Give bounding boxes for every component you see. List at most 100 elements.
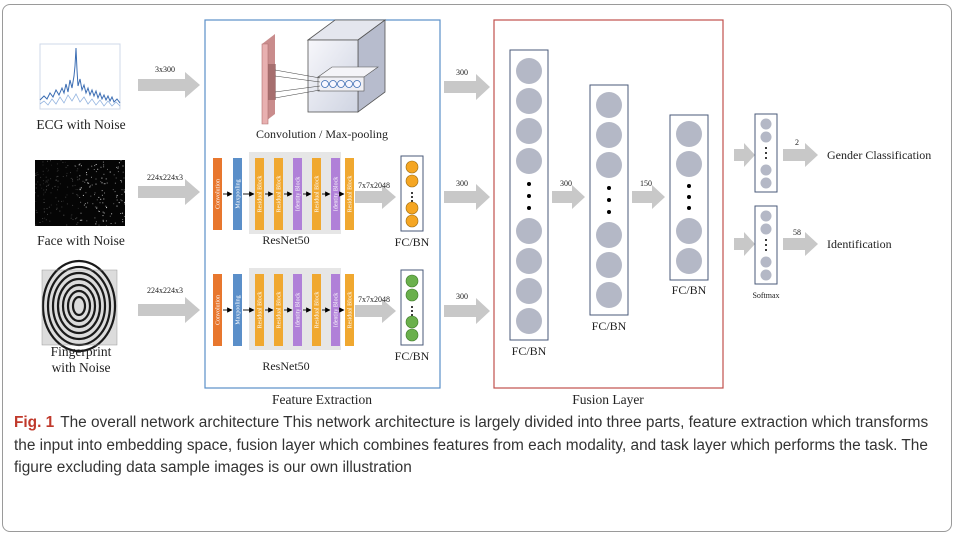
face-noise-pixel (79, 175, 81, 177)
fingerprint-label-line1: Fingerprint (51, 344, 112, 359)
face-noise-pixel (48, 206, 50, 208)
fusion-arrow-2 (632, 185, 665, 209)
face-noise-pixel (80, 187, 82, 189)
face-noise-pixel (77, 222, 79, 224)
face-noise-pixel (101, 194, 103, 196)
face-noise-pixel (120, 180, 122, 181)
face-noise-pixel (96, 207, 98, 209)
face-noise-pixel (105, 220, 107, 222)
resnet-block-label: Convolution (216, 179, 222, 209)
face-noise-pixel (94, 194, 95, 196)
face-noise-pixel (102, 215, 104, 217)
fusion-arrow-1 (552, 185, 585, 209)
face-noise-pixel (122, 171, 124, 173)
face-noise-pixel (50, 212, 52, 214)
face-noise-pixel (74, 165, 76, 167)
face-noise-pixel (121, 181, 122, 183)
feature-extraction-label: Feature Extraction (272, 392, 372, 407)
face-noise-pixel (61, 206, 63, 208)
face-dim-label: 224x224x3 (147, 173, 183, 182)
resnet-block-label: Residual Block (315, 176, 321, 213)
face-noise-pixel (122, 165, 124, 167)
resnet-block-label: Identity Block (334, 177, 340, 212)
face-noise-pixel (55, 179, 57, 181)
resnet-block-maxpooling (233, 158, 242, 230)
face-noise-pixel (79, 187, 81, 189)
face-noise-pixel (63, 214, 65, 216)
face-noise-pixel (124, 160, 126, 162)
face-noise-pixel (120, 199, 122, 201)
face-noise-pixel (121, 194, 123, 195)
face-noise-pixel (49, 220, 51, 222)
face-noise-pixel (35, 200, 37, 202)
face-noise-pixel (114, 222, 116, 224)
face-noise-pixel (43, 211, 45, 213)
face-noise-pixel (82, 180, 84, 182)
face-noise-pixel (42, 221, 44, 223)
face-noise-pixel (121, 212, 123, 214)
resnet-block-maxpooling (233, 274, 242, 346)
face-noise-pixel (41, 187, 43, 189)
face-noise-pixel (43, 208, 45, 210)
face-noise-pixel (96, 206, 98, 208)
face-noise-pixel (118, 202, 120, 204)
face-noise-pixel (75, 166, 77, 167)
face-noise-pixel (116, 196, 118, 198)
face-noise-pixel (114, 182, 116, 184)
resnet-label-face: ResNet50 (262, 233, 309, 247)
face-noise-pixel (35, 183, 37, 185)
face-noise-pixel (36, 212, 38, 214)
face-noise-pixel (57, 168, 59, 170)
face-noise-pixel (124, 203, 126, 205)
face-noise-pixel (91, 176, 92, 178)
face-noise-pixel (95, 223, 97, 225)
face-noise-pixel (117, 171, 119, 173)
face-noise-pixel (94, 192, 96, 194)
resnet-block-residual-block (274, 158, 283, 230)
face-noise-pixel (94, 165, 96, 167)
face-noise-pixel (74, 184, 76, 186)
face-noise-pixel (109, 215, 111, 217)
face-noise-pixel (50, 160, 51, 162)
gender-classification-label: Gender Classification (827, 148, 931, 162)
conv-maxpool-illustration (261, 19, 387, 125)
face-noise-pixel (35, 209, 37, 211)
resnet-block-identity-block (331, 158, 340, 230)
resnet-block-residual-block (345, 158, 354, 230)
face-noise-pixel (47, 169, 49, 171)
resnet-finger-dim: 7x7x2048 (358, 295, 390, 304)
face-noise-pixel (78, 164, 80, 166)
face-noise-pixel (78, 178, 80, 180)
gender-input-arrow (734, 143, 755, 167)
ecg-feature-dim: 300 (456, 68, 468, 77)
face-noise-pixel (103, 164, 105, 166)
face-noise-pixel (47, 179, 49, 181)
face-noise-pixel (54, 186, 56, 187)
face-noise-pixel (87, 202, 89, 204)
face-noise-pixel (43, 202, 45, 203)
softmax-label: Softmax (752, 291, 779, 300)
fingerprint-feature-dim: 300 (456, 292, 468, 301)
face-noise-pixel (79, 219, 81, 221)
face-noise-pixel (62, 161, 64, 163)
face-noise-pixel (48, 183, 50, 185)
resnet-block-identity-block (293, 274, 302, 346)
face-noise-pixel (116, 195, 118, 197)
face-noise-pixel (103, 212, 105, 214)
identification-label: Identification (827, 237, 892, 251)
face-noise-pixel (72, 219, 74, 220)
face-noise-pixel (94, 206, 96, 208)
face-noise-pixel (45, 189, 47, 191)
face-noise-pixel (56, 176, 58, 178)
ecg-dim-label: 3x300 (155, 65, 175, 74)
id-output-arrow (783, 232, 818, 256)
face-noise-pixel (82, 194, 84, 196)
resnet-block-identity-block (293, 158, 302, 230)
resnet-block-residual-block (255, 158, 264, 230)
face-label: Face with Noise (37, 233, 125, 248)
face-noise-pixel (59, 183, 61, 185)
ecg-label: ECG with Noise (36, 117, 125, 132)
face-noise-pixel (72, 204, 74, 206)
id-input-arrow (734, 232, 755, 256)
